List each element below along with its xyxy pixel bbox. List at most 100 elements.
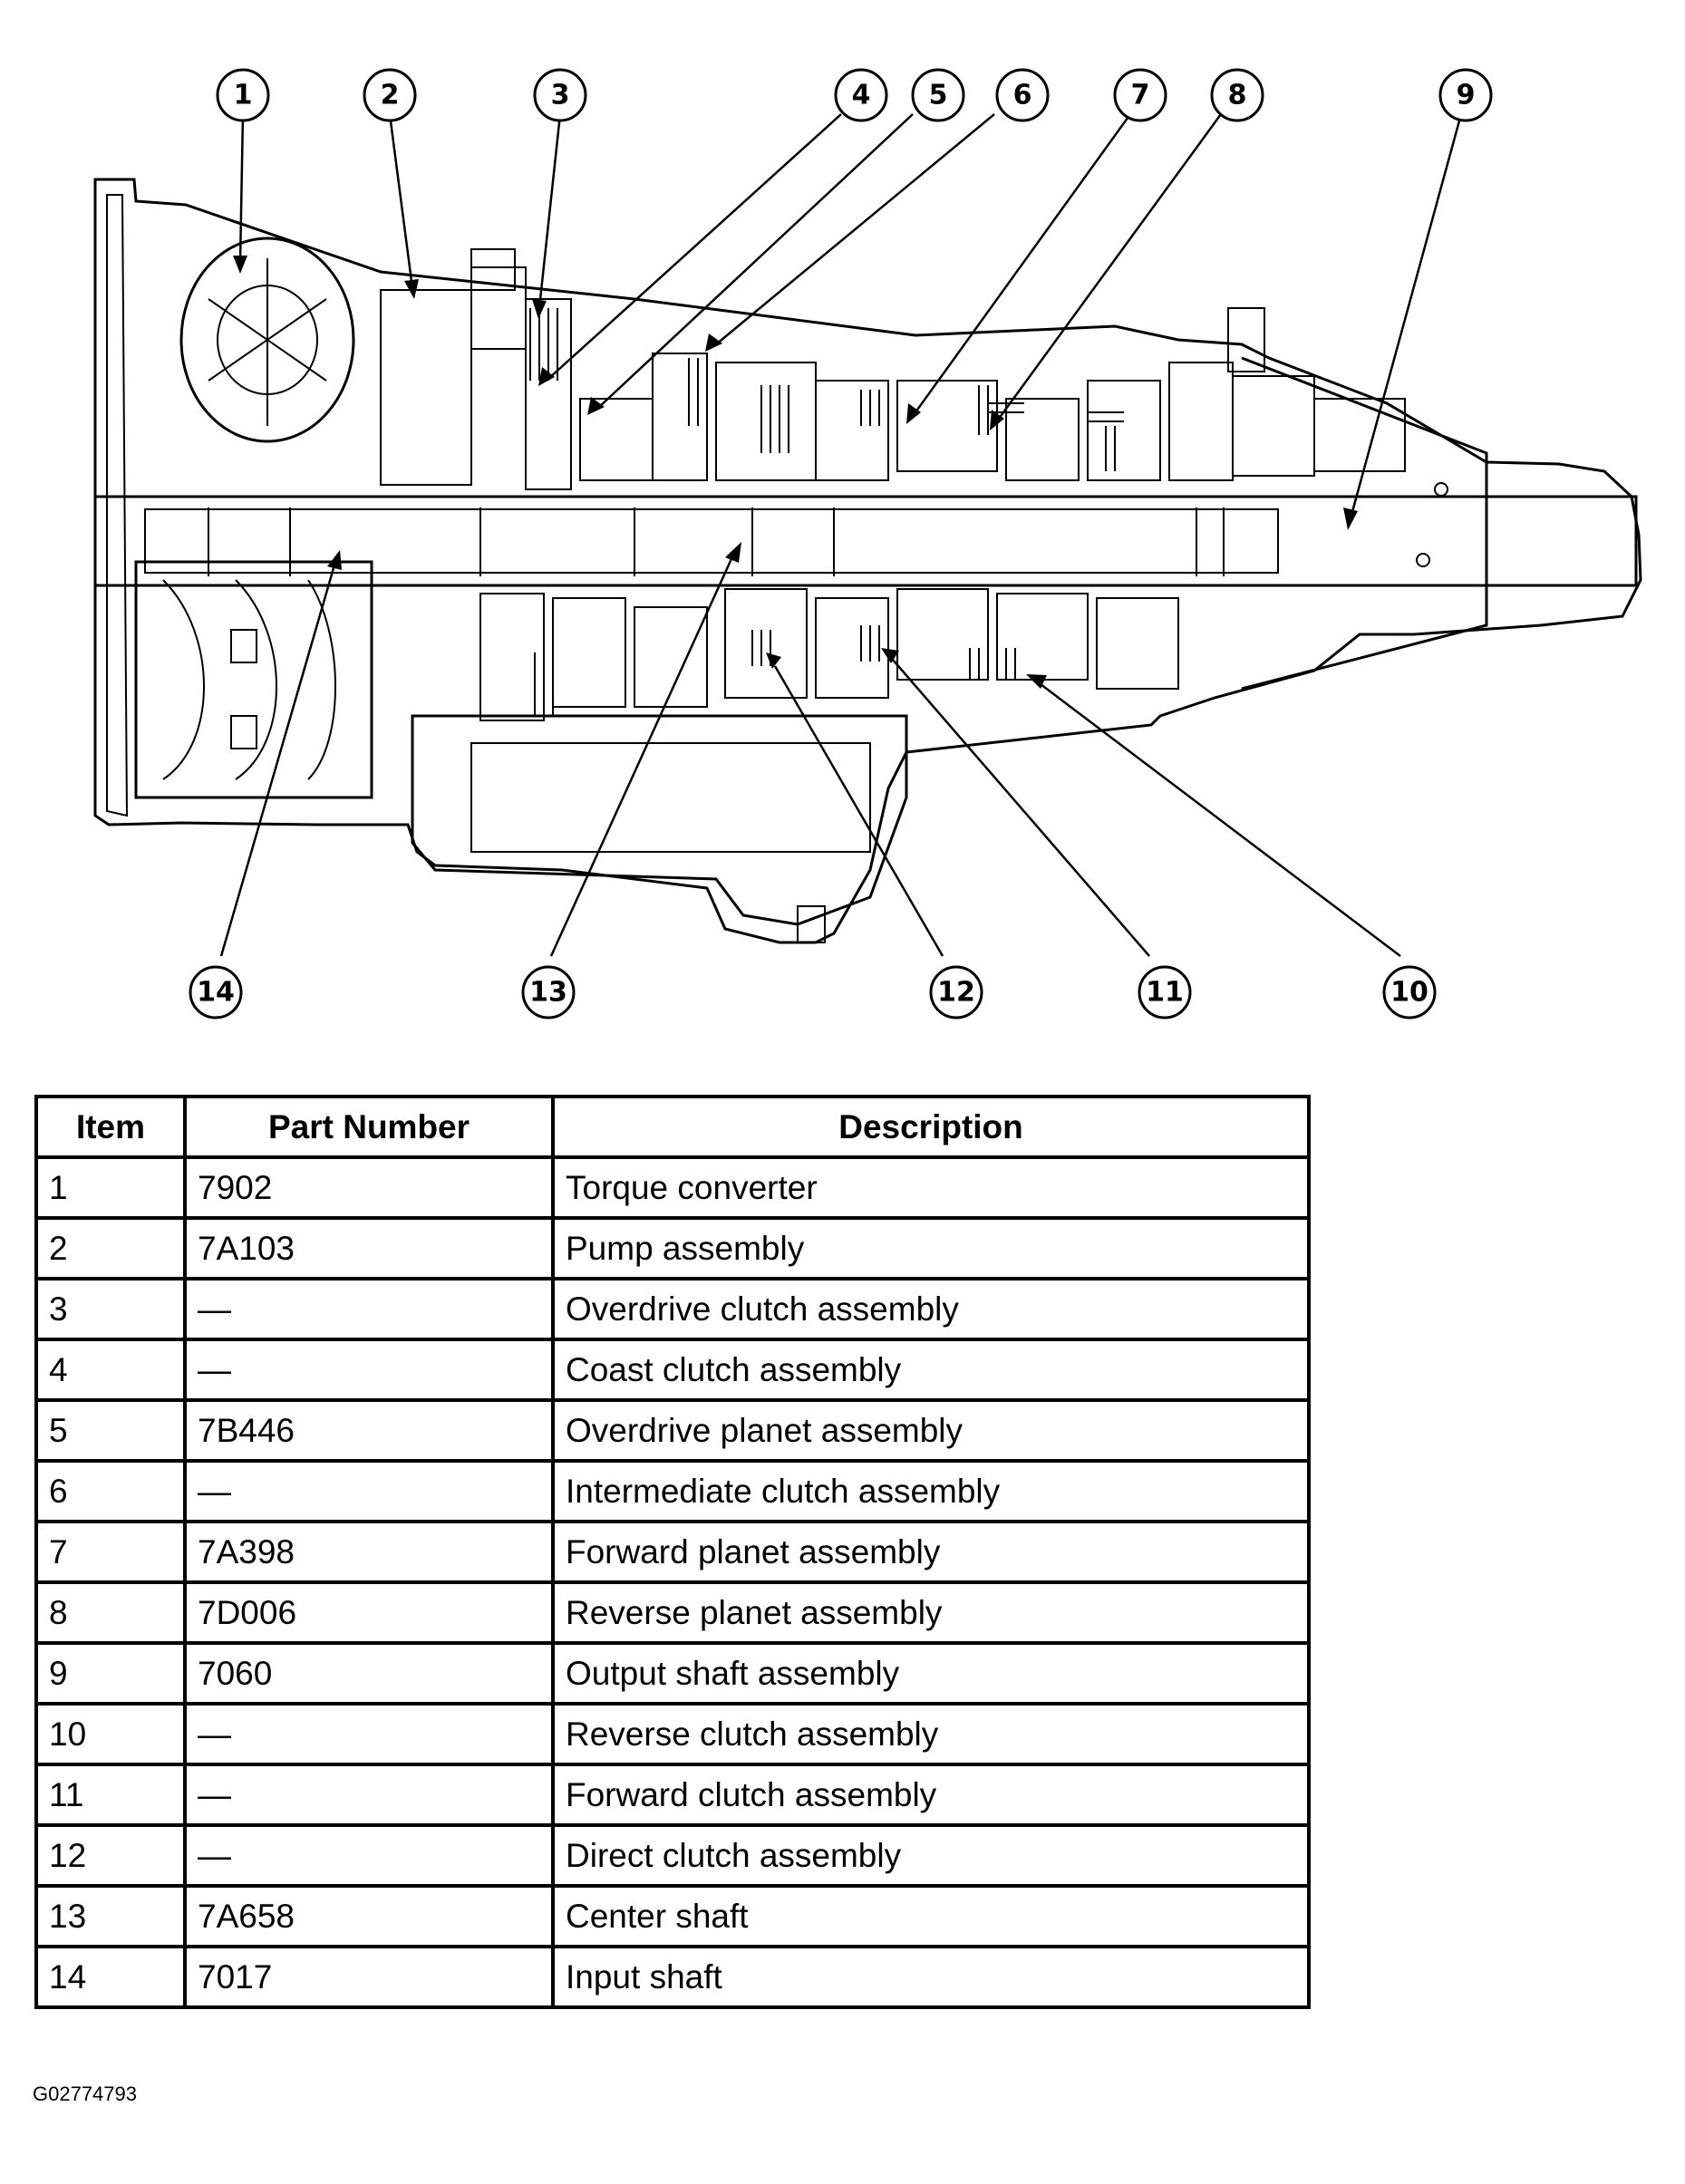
callout-9: 9 <box>1438 68 1493 122</box>
table-row: 12—Direct clutch assembly <box>34 1823 1311 1888</box>
cell-item: 2 <box>34 1216 187 1280</box>
cell-part: — <box>183 1763 555 1827</box>
cell-part: — <box>183 1338 555 1402</box>
cell-part: 7A658 <box>183 1884 555 1948</box>
table-row: 6—Intermediate clutch assembly <box>34 1459 1311 1523</box>
leader-14 <box>219 561 337 957</box>
cell-desc: Direct clutch assembly <box>551 1823 1311 1888</box>
callout-2: 2 <box>363 68 417 122</box>
cell-desc: Forward clutch assembly <box>551 1763 1311 1827</box>
leader-6 <box>715 113 995 345</box>
cell-desc: Center shaft <box>551 1884 1311 1948</box>
torque-converter-drawing <box>134 237 373 799</box>
cell-item: 14 <box>34 1945 187 2009</box>
leader-4 <box>547 113 842 380</box>
transmission-cutaway-diagram: 1 2 3 4 5 6 7 8 9 10 11 12 13 14 <box>93 68 1642 1020</box>
callout-13: 13 <box>521 965 576 1020</box>
cell-part: — <box>183 1277 555 1341</box>
cell-desc: Reverse planet assembly <box>551 1580 1311 1645</box>
cell-item: 11 <box>34 1763 187 1827</box>
callout-7: 7 <box>1113 68 1167 122</box>
svg-text:8: 8 <box>1228 80 1247 111</box>
cell-item: 13 <box>34 1884 187 1948</box>
leader-10 <box>1040 683 1401 957</box>
table-row: 4—Coast clutch assembly <box>34 1338 1311 1402</box>
callout-12: 12 <box>929 965 983 1020</box>
svg-text:7: 7 <box>1131 80 1150 111</box>
svg-text:2: 2 <box>381 80 400 111</box>
svg-text:10: 10 <box>1390 977 1428 1009</box>
svg-text:12: 12 <box>937 977 975 1009</box>
figure-id: G02774793 <box>33 2083 137 2105</box>
cell-desc: Overdrive clutch assembly <box>551 1277 1311 1341</box>
main-shaft-drawing <box>93 482 1638 587</box>
leader-5 <box>597 113 914 409</box>
leader-1 <box>238 113 245 264</box>
table-row: 10—Reverse clutch assembly <box>34 1702 1311 1766</box>
transmission-housing <box>93 178 1642 944</box>
cell-desc: Forward planet assembly <box>551 1520 1311 1584</box>
svg-text:3: 3 <box>551 80 570 111</box>
callout-11: 11 <box>1138 965 1192 1020</box>
table-header-row: Item Part Number Description <box>34 1095 1311 1159</box>
svg-text:6: 6 <box>1013 80 1032 111</box>
cell-desc: Coast clutch assembly <box>551 1338 1311 1402</box>
svg-text:5: 5 <box>929 80 948 111</box>
cell-item: 5 <box>34 1398 187 1463</box>
callout-14: 14 <box>189 965 243 1020</box>
svg-text:11: 11 <box>1146 977 1184 1009</box>
cell-part: 7017 <box>183 1945 555 2009</box>
callout-4: 4 <box>834 68 888 122</box>
leader-7 <box>914 113 1132 413</box>
svg-text:4: 4 <box>852 80 871 111</box>
callout-3: 3 <box>533 68 587 122</box>
table-row: 3—Overdrive clutch assembly <box>34 1277 1311 1341</box>
cell-part: 7B446 <box>183 1398 555 1463</box>
table-row: 11—Forward clutch assembly <box>34 1763 1311 1827</box>
cell-part: — <box>183 1823 555 1888</box>
cell-item: 7 <box>34 1520 187 1584</box>
callout-10: 10 <box>1382 965 1437 1020</box>
cell-item: 1 <box>34 1155 187 1220</box>
cell-item: 9 <box>34 1641 187 1706</box>
cell-part: 7A398 <box>183 1520 555 1584</box>
cell-desc: Intermediate clutch assembly <box>551 1459 1311 1523</box>
cell-item: 6 <box>34 1459 187 1523</box>
leader-8 <box>997 113 1223 420</box>
cell-item: 10 <box>34 1702 187 1766</box>
leader-2 <box>388 113 414 289</box>
cell-item: 12 <box>34 1823 187 1888</box>
leader-13 <box>549 552 736 957</box>
leader-12 <box>773 665 944 957</box>
cell-part: 7D006 <box>183 1580 555 1645</box>
cell-part: — <box>183 1702 555 1766</box>
cell-desc: Reverse clutch assembly <box>551 1702 1311 1766</box>
callout-8: 8 <box>1210 68 1264 122</box>
cell-item: 4 <box>34 1338 187 1402</box>
cell-desc: Output shaft assembly <box>551 1641 1311 1706</box>
svg-text:9: 9 <box>1457 80 1476 111</box>
cell-part: 7A103 <box>183 1216 555 1280</box>
svg-text:1: 1 <box>234 80 253 111</box>
callout-5: 5 <box>911 68 965 122</box>
leader-3 <box>537 113 562 309</box>
cell-item: 8 <box>34 1580 187 1645</box>
cell-part: 7060 <box>183 1641 555 1706</box>
cell-desc: Pump assembly <box>551 1216 1311 1280</box>
svg-text:13: 13 <box>529 977 567 1009</box>
cell-desc: Torque converter <box>551 1155 1311 1220</box>
cell-part: 7902 <box>183 1155 555 1220</box>
header-description: Description <box>551 1095 1311 1159</box>
cell-desc: Overdrive planet assembly <box>551 1398 1311 1463</box>
svg-text:14: 14 <box>197 977 235 1009</box>
cell-desc: Input shaft <box>551 1945 1311 2009</box>
